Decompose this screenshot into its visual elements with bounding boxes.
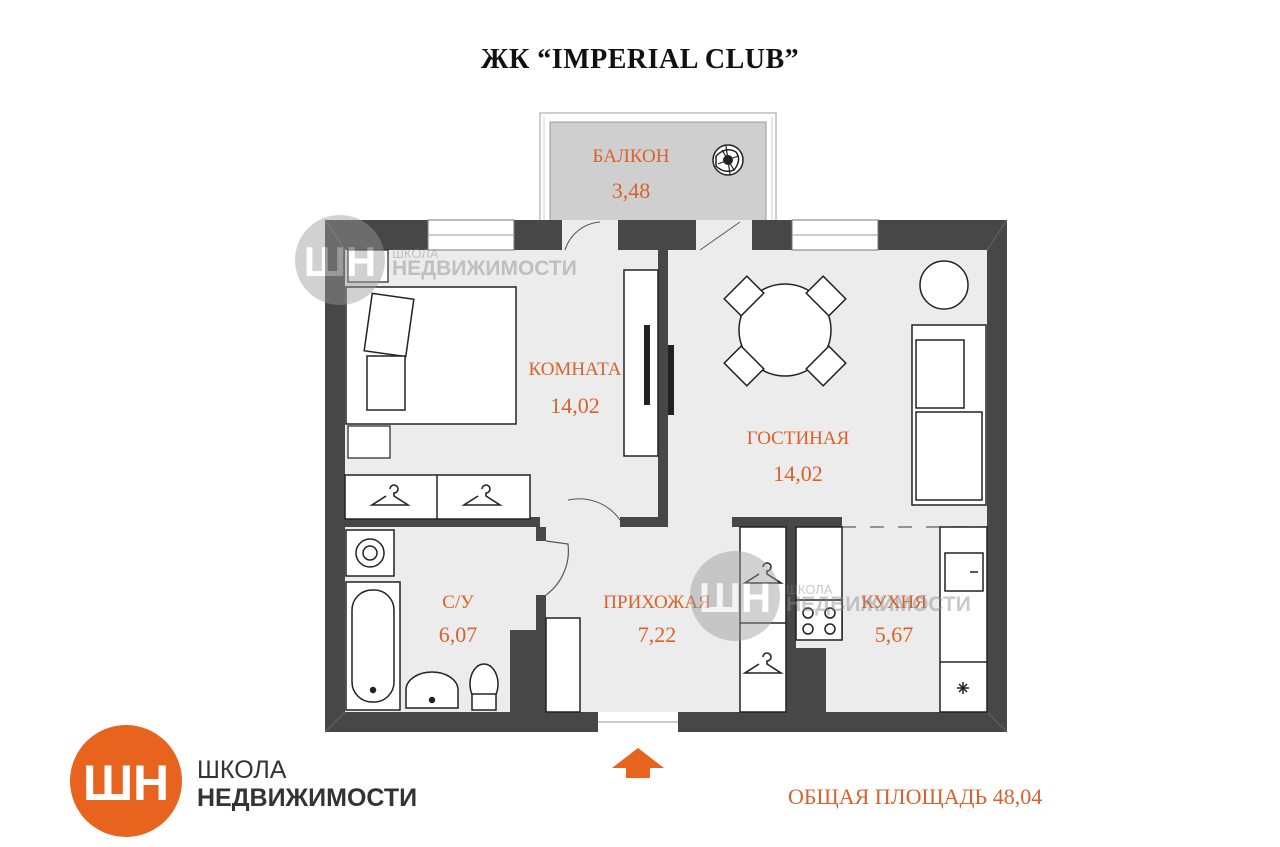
- bedroom-furniture: [344, 249, 674, 521]
- bathroom-label: С/У: [442, 592, 474, 613]
- bedroom-area: 14,02: [550, 393, 600, 418]
- watermark-line2: НЕДВИЖИМОСТИ: [392, 257, 577, 280]
- hanger-icon: [369, 484, 411, 506]
- watermark-middle: ШН ШКОЛА НЕДВИЖИМОСТИ: [690, 551, 971, 641]
- hanger-icon: [461, 484, 503, 506]
- watermark-line1: ШКОЛА: [786, 582, 833, 597]
- stove-icon: [795, 599, 843, 641]
- watermark-mark: ШН: [304, 238, 377, 285]
- page-title: ЖК “IMPERIAL CLUB”: [480, 44, 800, 75]
- interior-walls: [345, 250, 842, 712]
- hanger-icon: [742, 562, 784, 584]
- balcony: [539, 112, 777, 224]
- sink-icon: [944, 552, 984, 592]
- watermark-mark: ШН: [699, 574, 772, 621]
- hanger-icon: [742, 652, 784, 674]
- washing-machine-icon: [345, 529, 395, 577]
- total-area: ОБЩАЯ ПЛОЩАДЬ 48,04: [788, 784, 1043, 809]
- entrance-arrow-icon: [612, 748, 664, 778]
- kitchen-area: 5,67: [875, 622, 914, 647]
- bathtub-icon: [345, 581, 401, 711]
- living-area: 14,02: [773, 461, 823, 486]
- company-logo: ШН ШКОЛА НЕДВИЖИМОСТИ: [70, 725, 417, 837]
- hallway-furniture: [545, 526, 787, 713]
- watermark-line1: ШКОЛА: [392, 246, 439, 261]
- kitchen-furniture: [795, 526, 988, 713]
- hallway-area: 7,22: [638, 622, 677, 647]
- watermark-top: ШН ШКОЛА НЕДВИЖИМОСТИ: [295, 215, 577, 305]
- bathroom-area: 6,07: [439, 622, 478, 647]
- balcony-area: 3,48: [612, 178, 651, 203]
- plant-icon: [712, 144, 744, 176]
- hallway-label: ПРИХОЖАЯ: [603, 592, 711, 613]
- living-furniture: [723, 260, 987, 506]
- bathroom-fixtures: [345, 529, 570, 711]
- living-label: ГОСТИНАЯ: [747, 428, 850, 449]
- logo-line1: ШКОЛА: [197, 756, 287, 784]
- bedroom-label: КОМНАТА: [529, 359, 622, 380]
- kitchen-label: КУХНЯ: [861, 592, 927, 613]
- tv-icon: [644, 325, 674, 415]
- logo-mark: ШН: [83, 755, 169, 811]
- logo-line2: НЕДВИЖИМОСТИ: [197, 784, 417, 812]
- balcony-label: БАЛКОН: [593, 146, 670, 167]
- toilet-icon: [469, 663, 499, 711]
- watermark-line2: НЕДВИЖИМОСТИ: [786, 593, 971, 616]
